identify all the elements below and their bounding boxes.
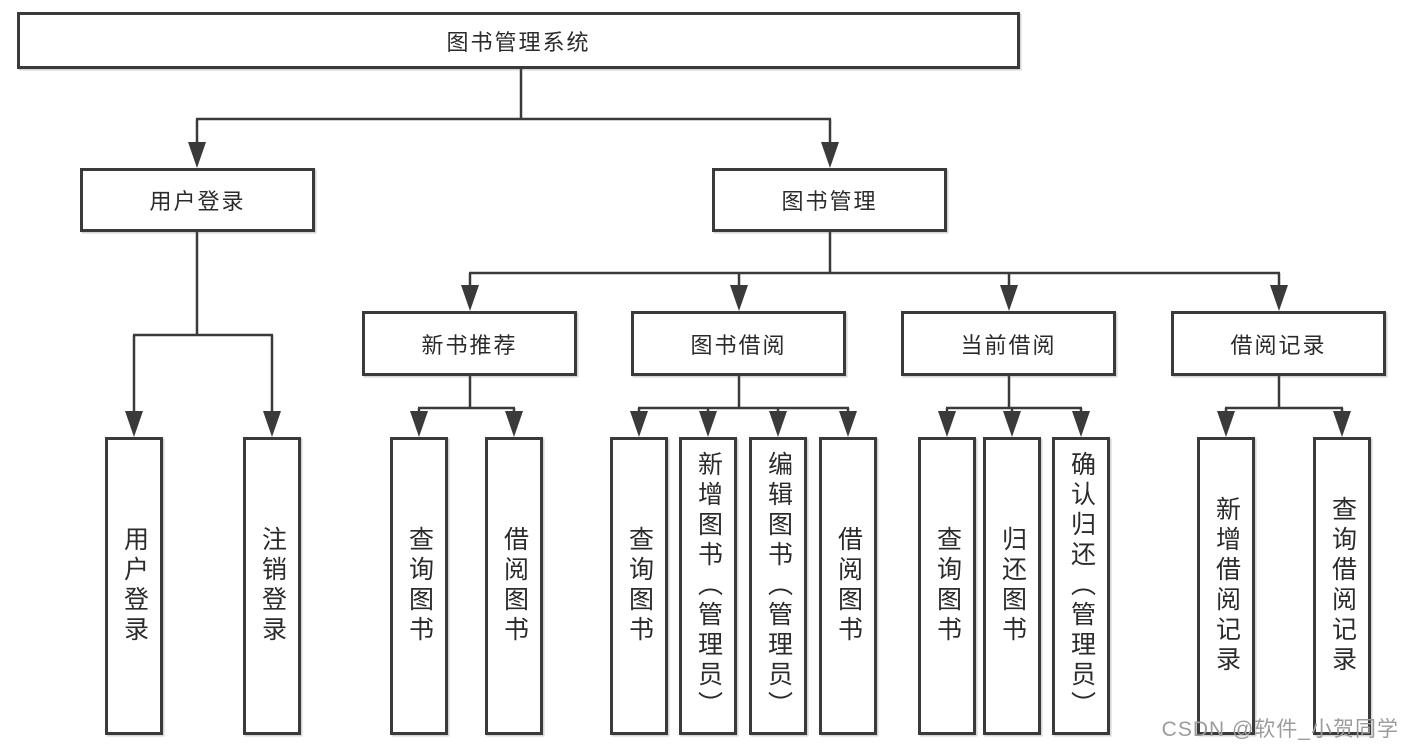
arrowhead-leaf-borrow-book-2	[839, 411, 857, 437]
arrowhead-leaf-query-book-1	[410, 411, 428, 437]
arrowhead-leaf-user-login	[125, 411, 143, 437]
connector-book-borrow-children	[637, 376, 850, 415]
node-leaf-logout: 注销登录	[243, 437, 301, 735]
connector-borrow-records-children	[1224, 376, 1344, 415]
node-leaf-edit-book-admin: 编辑图书（管理员）	[749, 437, 807, 735]
arrowhead-borrow-records	[1270, 285, 1288, 311]
arrowhead-leaf-borrow-book-1	[505, 411, 523, 437]
arrowhead-leaf-query-record	[1333, 411, 1351, 437]
arrowhead-leaf-logout	[263, 411, 281, 437]
arrowhead-book-management	[821, 142, 839, 168]
node-leaf-query-book-1: 查询图书	[390, 437, 448, 735]
node-leaf-add-borrow-record: 新增借阅记录	[1197, 437, 1255, 735]
connector-root-to-level2	[195, 67, 832, 146]
connector-current-borrow-children	[945, 376, 1083, 415]
node-leaf-add-book-admin: 新增图书（管理员）	[679, 437, 737, 735]
node-root-system: 图书管理系统	[17, 12, 1020, 69]
node-book-management: 图书管理	[712, 168, 947, 232]
node-leaf-user-login: 用户登录	[105, 437, 163, 735]
arrowhead-leaf-query-book-3	[938, 411, 956, 437]
node-leaf-borrow-book-1: 借阅图书	[485, 437, 543, 735]
connector-new-book-recommend-children	[417, 376, 516, 415]
arrowhead-leaf-add-book	[699, 411, 717, 437]
arrowhead-current-borrow	[1000, 285, 1018, 311]
node-leaf-borrow-book-2: 借阅图书	[819, 437, 877, 735]
arrowhead-leaf-add-record	[1217, 411, 1235, 437]
node-borrow-records: 借阅记录	[1171, 311, 1386, 376]
arrowhead-book-borrow	[730, 285, 748, 311]
arrowhead-leaf-query-book-2	[630, 411, 648, 437]
node-leaf-confirm-return-admin: 确认归还（管理员）	[1052, 437, 1110, 735]
node-leaf-query-book-2: 查询图书	[610, 437, 668, 735]
node-leaf-query-borrow-record: 查询借阅记录	[1313, 437, 1371, 735]
node-new-book-recommend: 新书推荐	[362, 311, 577, 376]
arrowhead-leaf-return-book	[1003, 411, 1021, 437]
arrowhead-leaf-edit-book	[769, 411, 787, 437]
node-leaf-return-book: 归还图书	[983, 437, 1041, 735]
connector-book-management-children	[468, 232, 1281, 289]
connector-user-login-children	[132, 232, 274, 415]
node-book-borrow: 图书借阅	[631, 311, 846, 376]
node-current-borrow: 当前借阅	[901, 311, 1116, 376]
node-leaf-query-book-3: 查询图书	[918, 437, 976, 735]
arrowhead-leaf-confirm-return	[1072, 411, 1090, 437]
arrowhead-new-book-recommend	[461, 285, 479, 311]
node-user-login: 用户登录	[80, 168, 315, 232]
csdn-watermark: CSDN @软件_小贺同学	[1161, 718, 1399, 741]
arrowhead-user-login	[188, 142, 206, 168]
